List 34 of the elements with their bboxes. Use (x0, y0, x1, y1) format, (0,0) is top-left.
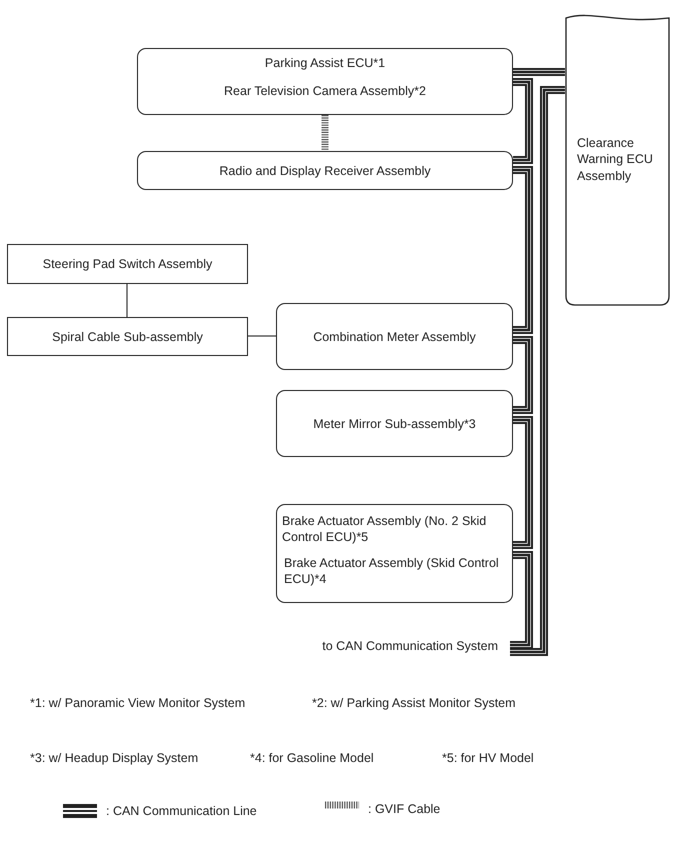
can-line (513, 68, 565, 76)
process-box (7, 244, 248, 284)
can-line (510, 86, 565, 656)
box-label: Brake Actuator Assembly (Skid Control ECU)*4 (284, 555, 500, 588)
can-line (513, 416, 533, 549)
process-box (7, 317, 248, 356)
box-label: Meter Mirror Sub-assembly*3 (312, 415, 477, 432)
box-label: Parking Assist ECU*1 (264, 55, 386, 72)
box-label: Spiral Cable Sub-assembly (51, 328, 204, 345)
legend-label: : CAN Communication Line (106, 804, 257, 818)
legend-label: : GVIF Cable (368, 802, 440, 816)
destination-label: to CAN Communication System (322, 638, 498, 654)
can-line (513, 336, 533, 414)
box-label: Steering Pad Switch Assembly (42, 256, 214, 272)
footnote: *2: w/ Parking Assist Monitor System (312, 696, 516, 710)
footnote: *4: for Gasoline Model (250, 751, 374, 765)
process-box (137, 48, 513, 115)
box-label: Rear Television Camera Assembly*2 (223, 83, 427, 100)
process-box (276, 504, 513, 603)
footnote: *1: w/ Panoramic View Monitor System (30, 696, 246, 710)
box-label: Radio and Display Receiver Assembly (218, 162, 432, 179)
process-box (137, 151, 513, 190)
can-line (510, 551, 533, 649)
connector-line (126, 284, 128, 318)
footnote: *5: for HV Model (442, 751, 534, 765)
can-line (513, 78, 533, 164)
box-label: Clearance Warning ECU Assembly (577, 135, 654, 184)
footnote: *3: w/ Headup Display System (30, 751, 198, 765)
process-box (276, 390, 513, 457)
cable-line (322, 115, 328, 151)
can-line (513, 166, 533, 334)
box-label: Brake Actuator Assembly (No. 2 Skid Control ECU)*5 (282, 513, 488, 546)
process-box (276, 303, 513, 370)
box-label: Combination Meter Assembly (312, 328, 477, 345)
